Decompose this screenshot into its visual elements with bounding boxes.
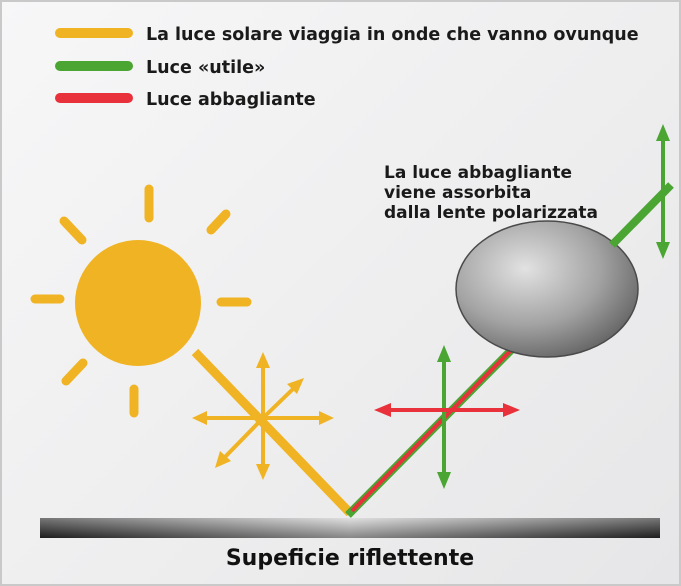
surface-label: Supeficie riflettente bbox=[226, 546, 474, 571]
legend: La luce solare viaggia in onde che vanno… bbox=[55, 25, 639, 110]
legend-item-sunlight: La luce solare viaggia in onde che vanno… bbox=[55, 25, 639, 45]
lens-caption: La luce abbagliante viene assorbita dall… bbox=[384, 163, 598, 223]
reflective-surface bbox=[40, 518, 660, 538]
lens-caption-line-1: La luce abbagliante bbox=[384, 163, 572, 183]
lens-caption-line-3: dalla lente polarizzata bbox=[384, 203, 598, 223]
useful-light-vibration-arrow bbox=[437, 345, 451, 489]
glare-vibration-arrow bbox=[374, 403, 520, 417]
lens-caption-line-2: viene assorbita bbox=[384, 183, 531, 203]
sunlight-scatter-arrows bbox=[192, 352, 334, 480]
transmitted-vibration-arrow bbox=[656, 124, 670, 259]
legend-label-glare: Luce abbagliante bbox=[146, 90, 316, 110]
legend-label-useful: Luce «utile» bbox=[146, 58, 265, 78]
incoming-sunlight-ray bbox=[191, 348, 354, 517]
legend-item-glare: Luce abbagliante bbox=[55, 90, 316, 110]
legend-item-useful: Luce «utile» bbox=[55, 58, 265, 78]
legend-label-sunlight: La luce solare viaggia in onde che vanno… bbox=[146, 25, 639, 45]
sun-icon bbox=[30, 184, 252, 418]
polarized-lens bbox=[455, 220, 639, 358]
